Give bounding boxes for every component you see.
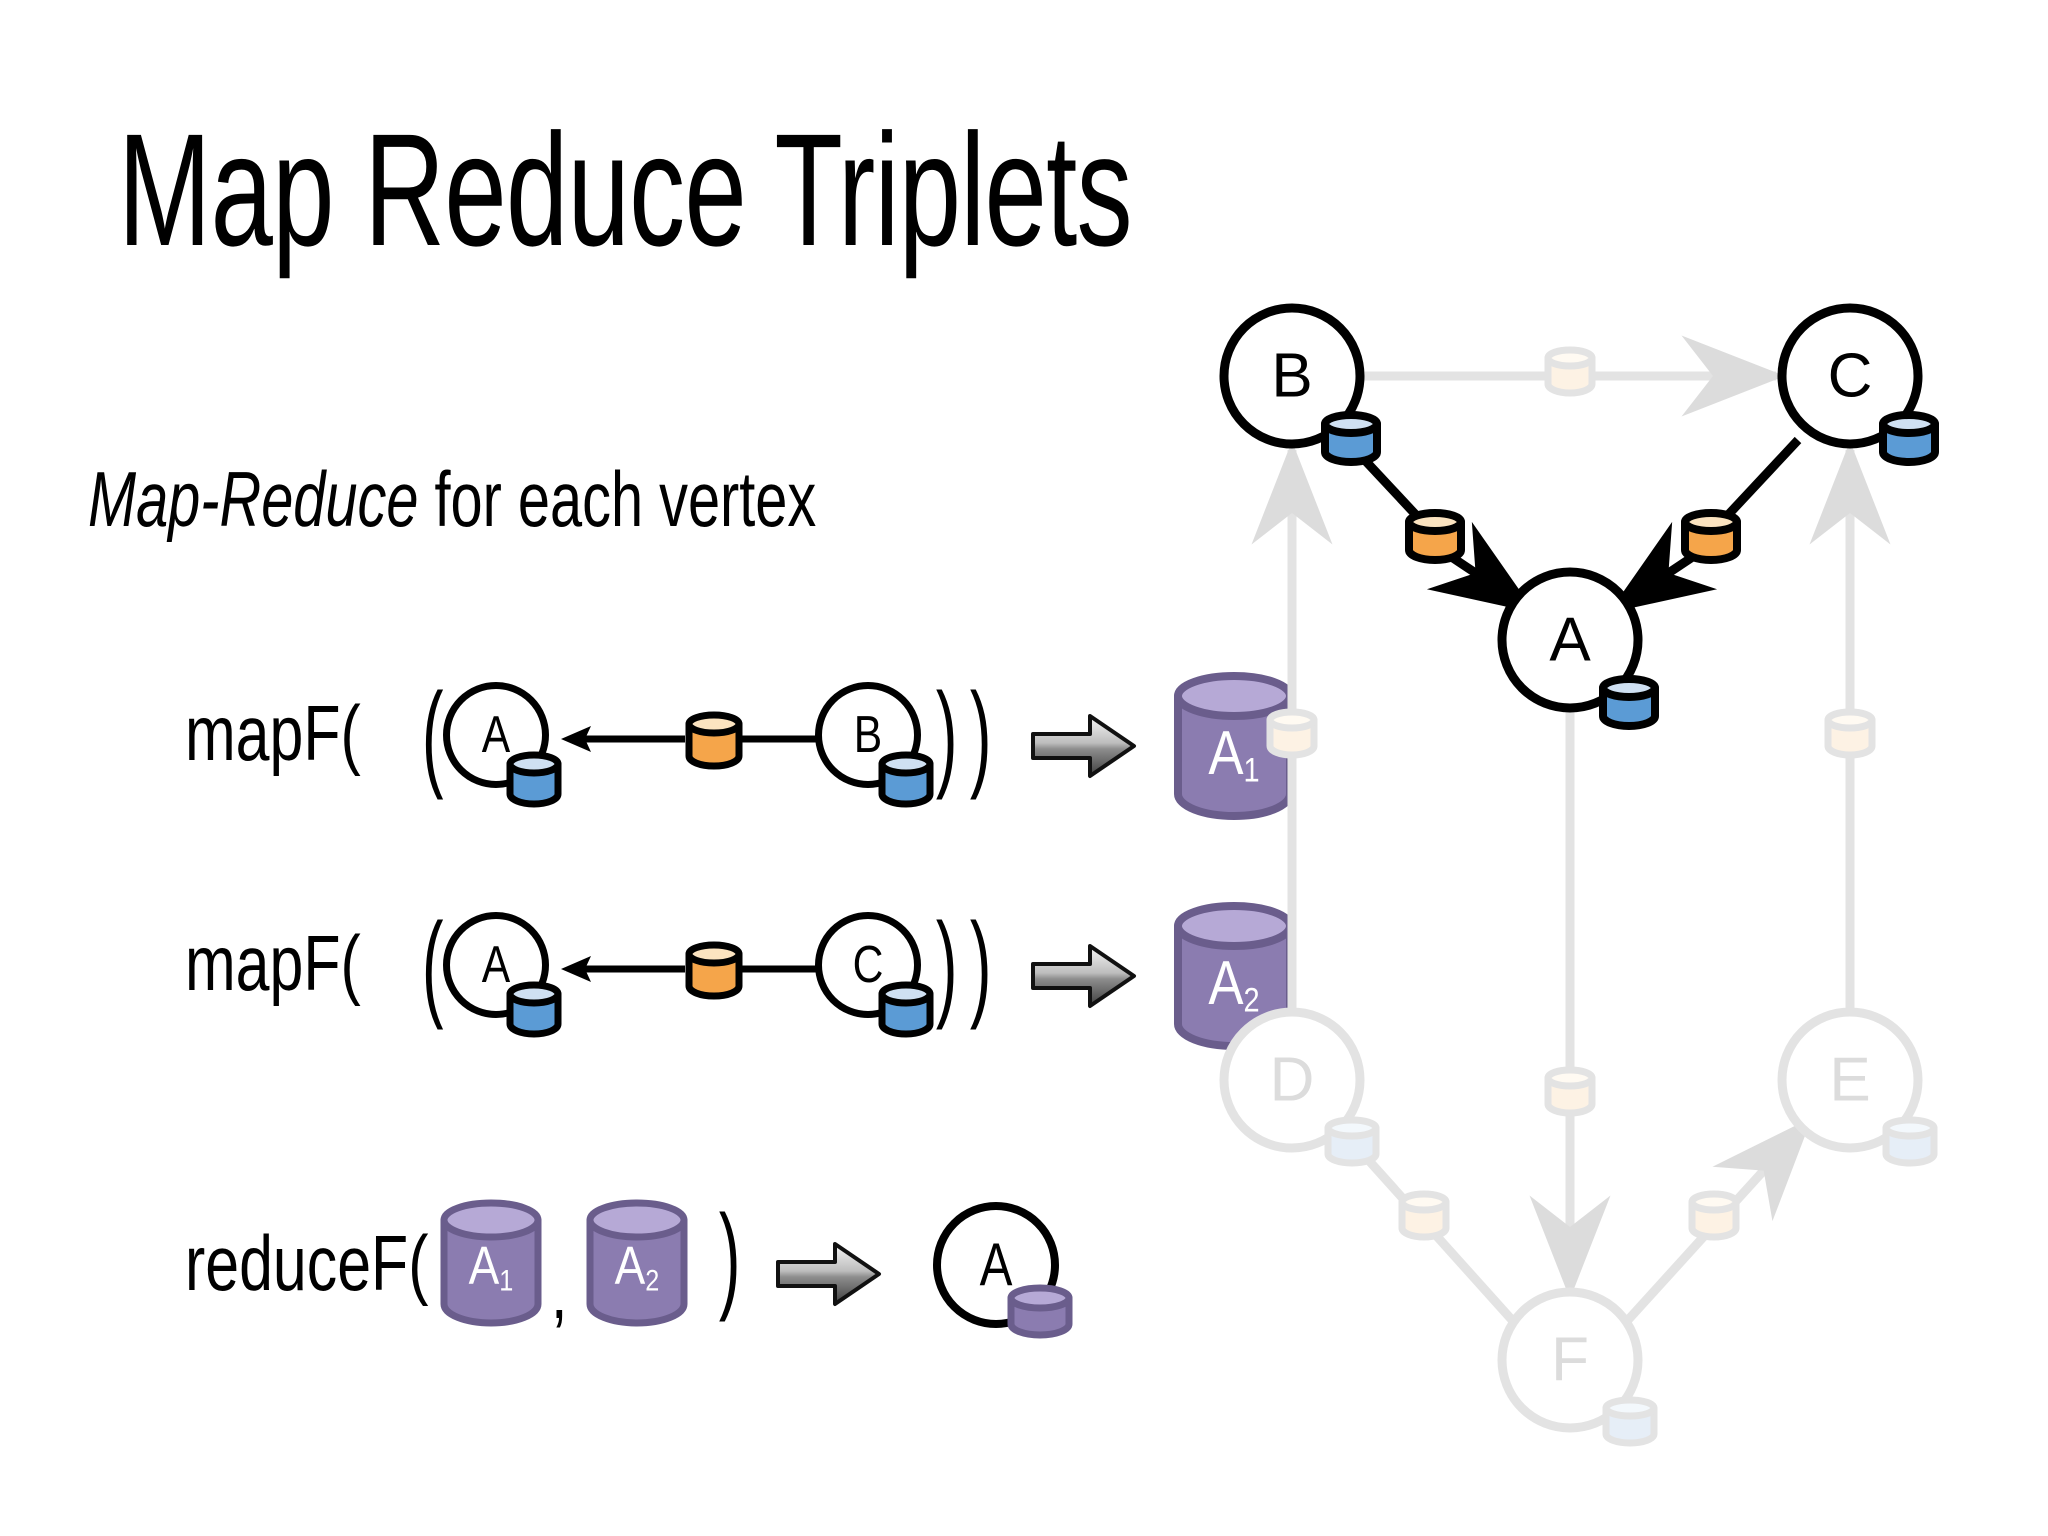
lightblue-cylinder-icon-D: [1324, 1116, 1380, 1167]
formula-vertex-A-1: A: [443, 682, 549, 788]
map-close-paren-1: ): [969, 669, 992, 801]
cream-cylinder-icon-FE: [1688, 1190, 1740, 1241]
orange-cylinder-icon-BA: [1405, 509, 1465, 564]
graph-node-B-label: B: [1271, 342, 1312, 411]
reduce-args-comma: ,: [551, 1251, 568, 1334]
purple-cylinder-icon: [1005, 1282, 1075, 1344]
subtitle: Map-Reduce for each vertex: [88, 460, 816, 538]
map-function-name-2: mapF(: [185, 919, 361, 1007]
faded-edges: [1251, 335, 1891, 1324]
map-close-paren-2: ): [969, 899, 992, 1031]
formula-vertex-A-label-2: A: [481, 936, 511, 994]
block-arrow-right-icon-1: [1030, 710, 1138, 787]
triplet-close-paren-2: ): [935, 899, 958, 1031]
cream-cylinder-icon-DB: [1266, 708, 1318, 759]
blue-cylinder-icon: [505, 751, 563, 808]
formula-vertex-src-label-1: B: [853, 706, 883, 764]
triplet-open-paren-1: (: [421, 669, 444, 801]
reduce-result-vertex-label: A: [979, 1231, 1013, 1298]
cream-cylinder-icon-BC: [1544, 346, 1596, 397]
triplet-open-paren-2: (: [421, 899, 444, 1031]
page-title: Map Reduce Triplets: [118, 100, 1133, 279]
lightblue-cylinder-icon-E: [1882, 1116, 1938, 1167]
graph-node-F-label: F: [1551, 1326, 1589, 1395]
blue-cylinder-icon-A: [1599, 675, 1659, 730]
graph-node-E-label: E: [1829, 1046, 1870, 1115]
cream-cylinder-icon-DF: [1398, 1190, 1450, 1241]
faded-edge-cylinders: [1266, 346, 1876, 1241]
formula-vertex-A-2: A: [443, 912, 549, 1018]
graph-node-D[interactable]: D: [1219, 1007, 1380, 1167]
block-arrow-right-icon-2: [1030, 940, 1138, 1017]
orange-cylinder-icon-2: [683, 940, 745, 1002]
reduce-arg-cylinder-2: A2: [583, 1198, 691, 1333]
map-function-name-1: mapF(: [185, 689, 361, 777]
block-arrow-right-icon-3: [775, 1238, 883, 1315]
blue-cylinder-icon-C: [1879, 411, 1939, 466]
left-arrow-icon-2: [557, 952, 687, 986]
graph-diagram: D E F: [1150, 290, 2048, 1536]
reduce-arg-cylinder-1: A1: [437, 1198, 545, 1333]
formula-row-map-2: mapF( ( A C: [185, 890, 1294, 1060]
cream-cylinder-icon-EC: [1824, 708, 1876, 759]
reduce-close-paren: ): [718, 1191, 741, 1323]
blue-cylinder-icon-src-2: [877, 981, 935, 1038]
subtitle-italic-part: Map-Reduce: [88, 455, 419, 543]
graph-node-F[interactable]: F: [1497, 1287, 1658, 1447]
graph-node-B[interactable]: B: [1219, 303, 1381, 466]
formula-vertex-src-label-2: C: [852, 936, 884, 994]
blue-cylinder-icon-2: [505, 981, 563, 1038]
graph-node-C-label: C: [1828, 342, 1873, 411]
graph-node-C[interactable]: C: [1777, 303, 1939, 466]
formula-row-reduce: reduceF( A1 , A2 ): [185, 1190, 1135, 1360]
orange-cylinder-icon-CA: [1681, 509, 1741, 564]
lightblue-cylinder-icon-F: [1602, 1396, 1658, 1447]
graph-node-E[interactable]: E: [1777, 1007, 1938, 1167]
cream-cylinder-icon-AF: [1544, 1066, 1596, 1117]
graph-node-A[interactable]: A: [1497, 567, 1659, 730]
formula-row-map-1: mapF( ( A: [185, 660, 1294, 830]
subtitle-rest-part: for each vertex: [418, 455, 817, 543]
blue-cylinder-icon-B: [1321, 411, 1381, 466]
blue-cylinder-icon-src-1: [877, 751, 935, 808]
graph-node-A-label: A: [1549, 606, 1591, 675]
triplet-close-paren-1: ): [935, 669, 958, 801]
reduce-function-name: reduceF(: [185, 1219, 429, 1307]
orange-cylinder-icon-1: [683, 710, 745, 772]
graph-node-D-label: D: [1270, 1046, 1315, 1115]
formula-vertex-src-1: B: [815, 682, 921, 788]
left-arrow-icon-1: [557, 722, 687, 756]
formula-vertex-A-label-1: A: [481, 706, 511, 764]
